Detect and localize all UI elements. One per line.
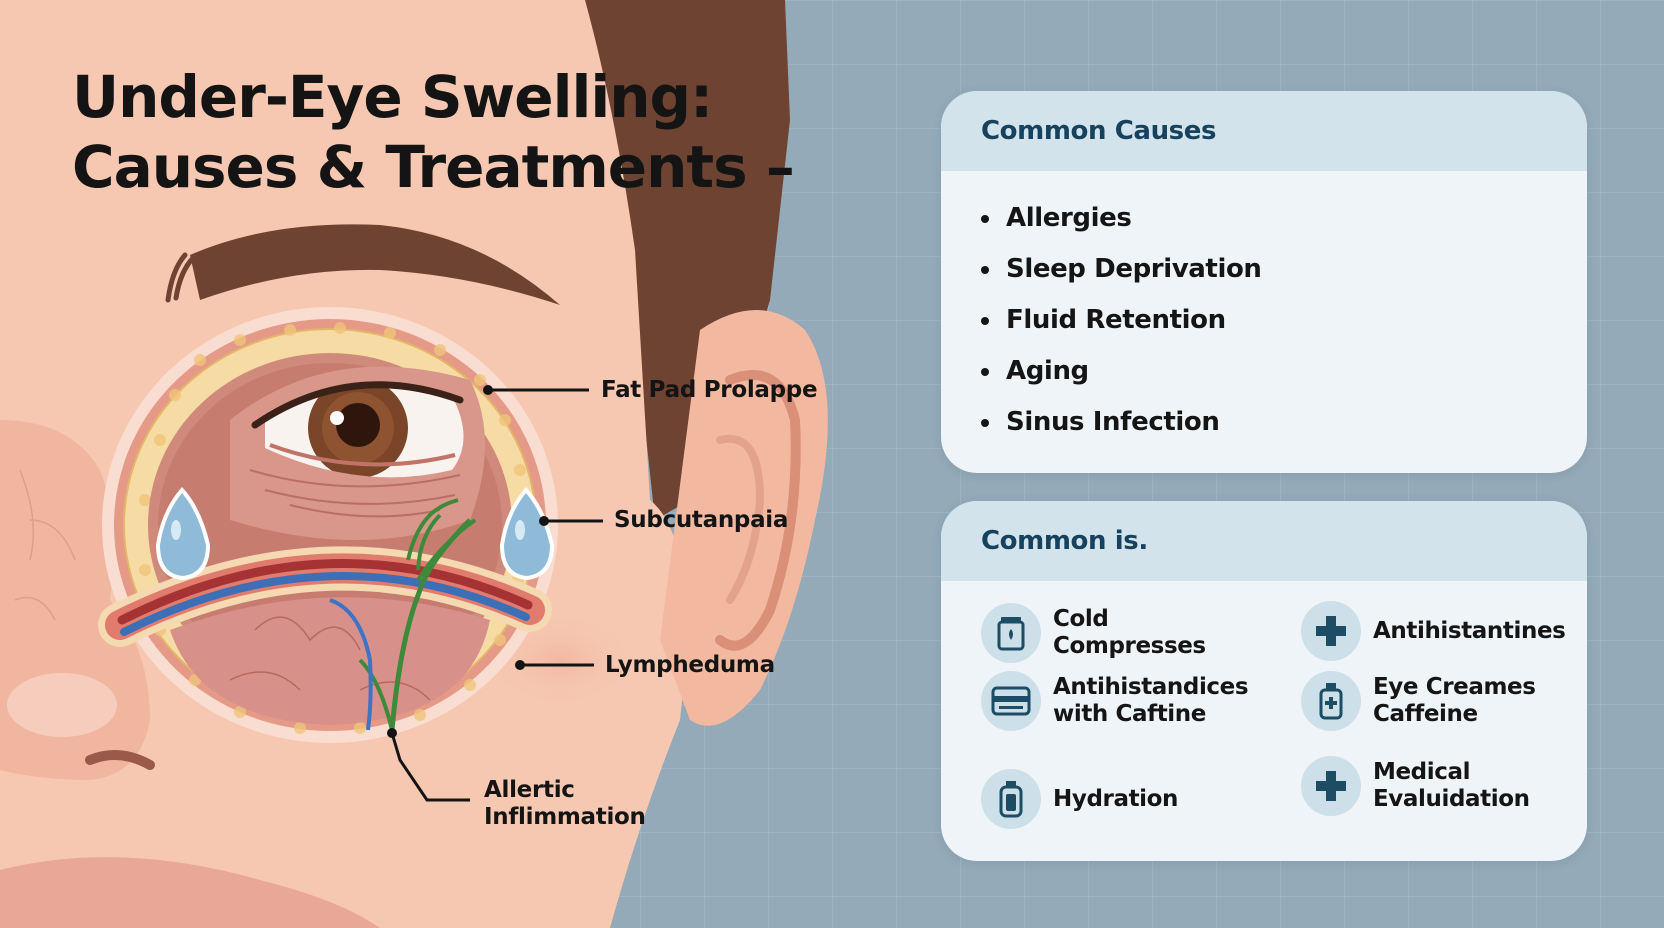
medical-cross-icon	[1301, 756, 1361, 816]
bullet-icon	[981, 316, 989, 325]
bullet-icon	[981, 265, 989, 274]
treatment-label: Eye Creames Caffeine	[1373, 674, 1536, 727]
callout-allergic-line-1: Allertic	[484, 777, 575, 803]
callout-subcutaneous: Subcutanpaia	[614, 507, 789, 533]
medical-cross-icon	[1301, 601, 1361, 661]
treatment-label: Medical Evaluidation	[1373, 759, 1530, 812]
causes-card: Common Causes Allergies Sleep Deprivatio…	[941, 91, 1587, 473]
cause-label: Fluid Retention	[1006, 305, 1226, 335]
causes-card-header: Common Causes	[941, 91, 1587, 171]
treatment-label: Hydration	[1053, 785, 1179, 812]
callout-allergic: Allertic Inflimmation	[484, 777, 646, 831]
cause-item: Sinus Infection	[981, 397, 1587, 448]
treatment-label: Antihistantines	[1373, 617, 1566, 644]
treatment-label: Antihistandices with Caftine	[1053, 674, 1249, 727]
treatments-card: Common is. Cold Compresses Antihistantin…	[941, 501, 1587, 861]
treatment-item: Antihistantines	[1301, 601, 1566, 661]
cause-label: Sleep Deprivation	[1006, 254, 1262, 284]
fluid-drop-left	[155, 486, 211, 581]
bullet-icon	[981, 214, 989, 223]
bullet-icon	[981, 367, 989, 376]
cause-item: Sleep Deprivation	[981, 244, 1587, 295]
treatment-item: Antihistandices with Caftine	[981, 671, 1249, 731]
cold-compress-jar-icon	[981, 603, 1041, 663]
callout-lymph: Lympheduma	[605, 652, 775, 678]
treatments-card-header: Common is.	[941, 501, 1587, 581]
water-bottle-icon	[981, 769, 1041, 829]
treatment-label: Cold Compresses	[1053, 606, 1206, 659]
cause-label: Sinus Infection	[1006, 407, 1220, 437]
cause-label: Allergies	[1006, 203, 1132, 233]
upper-eyelid	[251, 381, 464, 429]
treatments-card-title: Common is.	[981, 526, 1148, 556]
cause-label: Aging	[1006, 356, 1089, 386]
callout-allergic-line-2: Inflimmation	[484, 804, 646, 830]
title-line-2: Causes & Treatments –	[72, 133, 795, 201]
title-line-1: Under-Eye Swelling:	[72, 63, 713, 131]
fluid-drop-right	[499, 486, 555, 581]
cream-bottle-icon	[1301, 671, 1361, 731]
bullet-icon	[981, 418, 989, 427]
page-title: Under-Eye Swelling: Causes & Treatments …	[72, 62, 795, 202]
treatment-item: Cold Compresses	[981, 603, 1243, 663]
treatment-item: Eye Creames Caffeine	[1301, 671, 1563, 731]
ear	[660, 310, 828, 726]
eyebrow	[190, 224, 560, 305]
card-strip-icon	[981, 671, 1041, 731]
cause-item: Allergies	[981, 193, 1587, 244]
callout-fat-pad: Fat Pad Prolappe	[601, 377, 818, 403]
causes-list: Allergies Sleep Deprivation Fluid Retent…	[941, 171, 1587, 448]
cause-item: Aging	[981, 346, 1587, 397]
causes-card-title: Common Causes	[981, 116, 1217, 146]
cause-item: Fluid Retention	[981, 295, 1587, 346]
treatment-item: Hydration	[981, 769, 1243, 829]
treatment-item: Medical Evaluidation	[1301, 756, 1563, 816]
